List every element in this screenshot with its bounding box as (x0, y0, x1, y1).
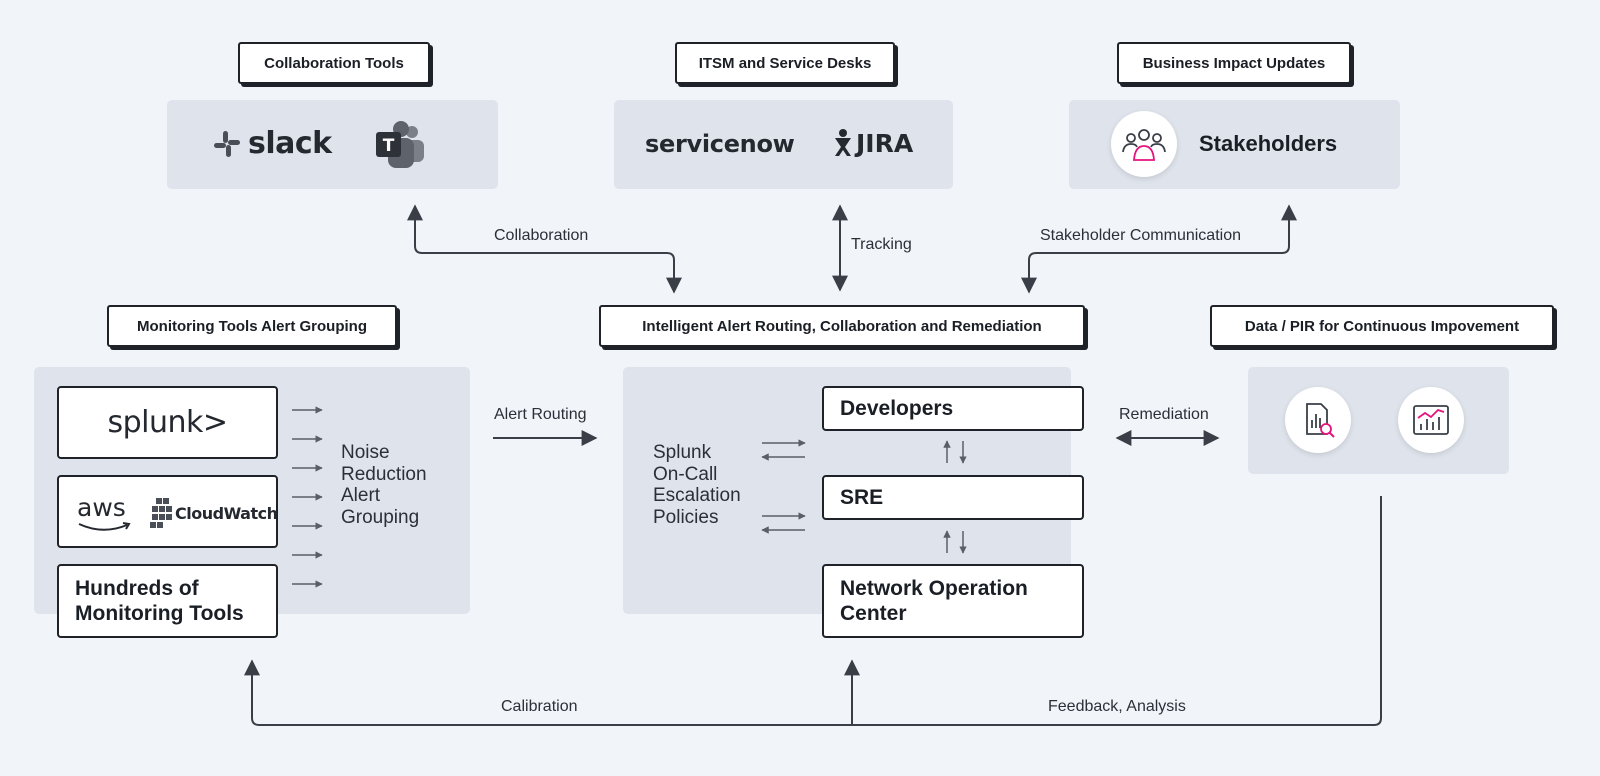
noise-reduction-label: Noise Reduction Alert Grouping (341, 442, 427, 528)
monitoring-alert-grouping-tag: Monitoring Tools Alert Grouping (107, 305, 397, 347)
aws-logo: aws (77, 493, 131, 531)
escalation-policies-label: Splunk On-Call Escalation Policies (653, 442, 741, 528)
aws-wordmark: aws (77, 493, 126, 522)
calibration-label: Calibration (501, 698, 578, 715)
collaboration-tools-tag: Collaboration Tools (238, 42, 430, 84)
data-pir-panel (1248, 367, 1509, 474)
business-impact-tag: Business Impact Updates (1117, 42, 1351, 84)
collaboration-tools-panel: slack T (167, 100, 498, 189)
jira-icon (835, 129, 851, 156)
hundreds-monitoring-tools-card: Hundreds of Monitoring Tools (57, 564, 278, 638)
developers-label: Developers (840, 397, 954, 420)
cloudwatch-wordmark: CloudWatch (175, 503, 278, 523)
sre-card: SRE (822, 475, 1084, 520)
svg-text:T: T (383, 136, 395, 156)
noc-label: Network Operation Center (840, 577, 1028, 625)
jira-wordmark: JIRA (856, 128, 914, 158)
data-pir-tag: Data / PIR for Continuous Impovement (1210, 305, 1554, 347)
cloudwatch-icon (150, 498, 172, 528)
report-search-icon (1285, 387, 1351, 453)
stakeholder-communication-arrow (1021, 204, 1297, 294)
collaboration-arrow-label: Collaboration (494, 227, 589, 244)
servicenow-logo: servicenow (645, 130, 795, 158)
splunk-card: splunk> (57, 386, 278, 459)
jira-logo: JIRA (832, 128, 913, 158)
developers-card: Developers (822, 386, 1084, 431)
sre-label: SRE (840, 486, 884, 509)
noc-card: Network Operation Center (822, 564, 1084, 638)
alert-routing-label: Alert Routing (494, 406, 587, 423)
policy-line-3: Escalation (653, 485, 741, 506)
noise-line-4: Grouping (341, 506, 420, 528)
noise-line-1: Noise (341, 442, 390, 463)
tracking-arrow-label: Tracking (851, 236, 912, 253)
collaboration-arrow (407, 204, 682, 294)
intelligent-alert-routing-tag: Intelligent Alert Routing, Collaboration… (599, 305, 1085, 347)
cloudwatch-logo: CloudWatch (149, 497, 278, 529)
stakeholders-icon (1111, 111, 1177, 177)
policy-line-1: Splunk (653, 442, 712, 463)
analytics-chart-icon (1398, 387, 1464, 453)
feedback-loop-arrow (244, 496, 1382, 726)
splunk-logo: splunk> (107, 405, 228, 440)
itsm-service-desks-tag: ITSM and Service Desks (675, 42, 895, 84)
noise-line-2: Reduction (341, 463, 427, 485)
remediation-label: Remediation (1119, 406, 1209, 423)
policy-line-2: On-Call (653, 463, 718, 485)
hundreds-monitoring-tools-label: Hundreds of Monitoring Tools (75, 577, 244, 625)
slack-logo: slack (212, 126, 332, 161)
itsm-panel: servicenow JIRA (614, 100, 953, 189)
feedback-analysis-label: Feedback, Analysis (1048, 698, 1186, 715)
noise-line-3: Alert (341, 485, 381, 506)
aws-cloudwatch-card: aws CloudWatch (57, 475, 278, 548)
stakeholder-communication-label: Stakeholder Communication (1040, 227, 1241, 244)
slack-wordmark: slack (248, 126, 332, 161)
teams-icon: T (376, 121, 424, 168)
slack-icon (214, 130, 240, 157)
aws-smile-icon (78, 522, 131, 531)
stakeholders-panel: Stakeholders (1069, 100, 1400, 189)
policy-line-4: Policies (653, 506, 719, 528)
stakeholders-label: Stakeholders (1199, 131, 1338, 156)
